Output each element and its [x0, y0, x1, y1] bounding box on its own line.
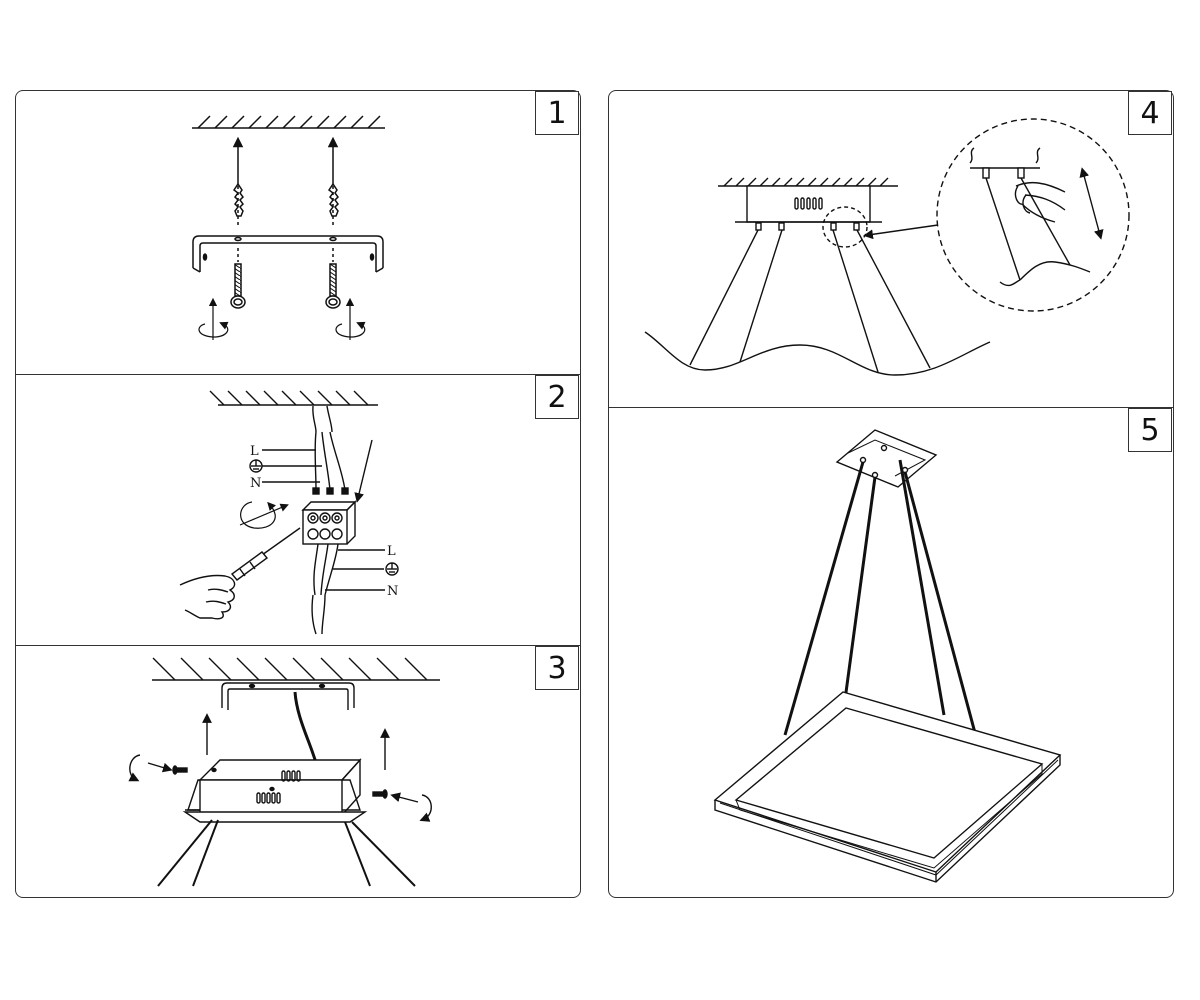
lamp-cable	[311, 543, 385, 635]
step1-rotate-right-icon	[335, 297, 366, 340]
step-number-5: 5	[1128, 408, 1172, 452]
earth-symbol-out	[385, 562, 399, 576]
step4-illustration	[644, 118, 1130, 376]
step1-illustration	[192, 115, 385, 340]
label-neutral-out: N	[387, 584, 398, 599]
step4-fabric	[644, 331, 991, 376]
step3-screw-right	[372, 789, 432, 822]
step-number-1: 1	[535, 91, 579, 135]
step4-detail-marker	[822, 206, 868, 248]
step4-hand-icon	[1014, 181, 1066, 223]
label-live-in: L	[250, 444, 259, 459]
screw-left	[230, 248, 246, 309]
step4-canopy	[735, 185, 882, 223]
wall-plug-right	[327, 182, 339, 226]
vent-slots-back	[281, 770, 301, 782]
mounting-bracket	[192, 235, 384, 273]
step4-cable-grips	[755, 222, 860, 231]
divider-step2-step3	[16, 645, 580, 646]
step3-ceiling	[152, 657, 440, 681]
step3-screw-left	[128, 754, 188, 782]
divider-step1-step2	[16, 374, 580, 375]
step-number-2: 2	[535, 375, 579, 419]
square-pendant-frame	[713, 691, 1062, 883]
step2-rotate-icon	[239, 501, 289, 529]
wall-plug-left	[232, 182, 244, 226]
label-live-out: L	[387, 544, 396, 559]
divider-step4-step5	[609, 407, 1173, 408]
hand-icon	[179, 574, 236, 620]
step4-ceiling	[718, 177, 898, 187]
screwdriver-icon	[230, 527, 301, 581]
step2-insert-arrow	[354, 439, 373, 503]
canopy-box	[182, 758, 368, 823]
supply-cable	[262, 405, 349, 495]
earth-symbol-in	[249, 459, 263, 473]
step4-wires	[689, 229, 931, 373]
step3-bracket	[221, 682, 355, 710]
step3-suspension-wires	[157, 819, 416, 887]
step3-illustration	[128, 657, 440, 887]
label-neutral-in: N	[250, 476, 261, 491]
step-number-3: 3	[535, 646, 579, 690]
step1-ceiling	[192, 115, 385, 129]
step4-updown-arrow	[1079, 167, 1104, 240]
step2-illustration: L N L	[179, 390, 399, 635]
step1-rotate-left-icon	[198, 297, 229, 340]
step2-ceiling	[209, 390, 378, 406]
vent-slots-front	[256, 792, 281, 804]
step-number-4: 4	[1128, 91, 1172, 135]
step4-detail-arrow	[863, 224, 939, 240]
screw-right	[325, 248, 341, 309]
step5-canopy	[835, 429, 938, 488]
step4-zoom-detail	[936, 118, 1130, 312]
terminal-block	[301, 500, 357, 545]
step5-illustration	[713, 429, 1062, 883]
